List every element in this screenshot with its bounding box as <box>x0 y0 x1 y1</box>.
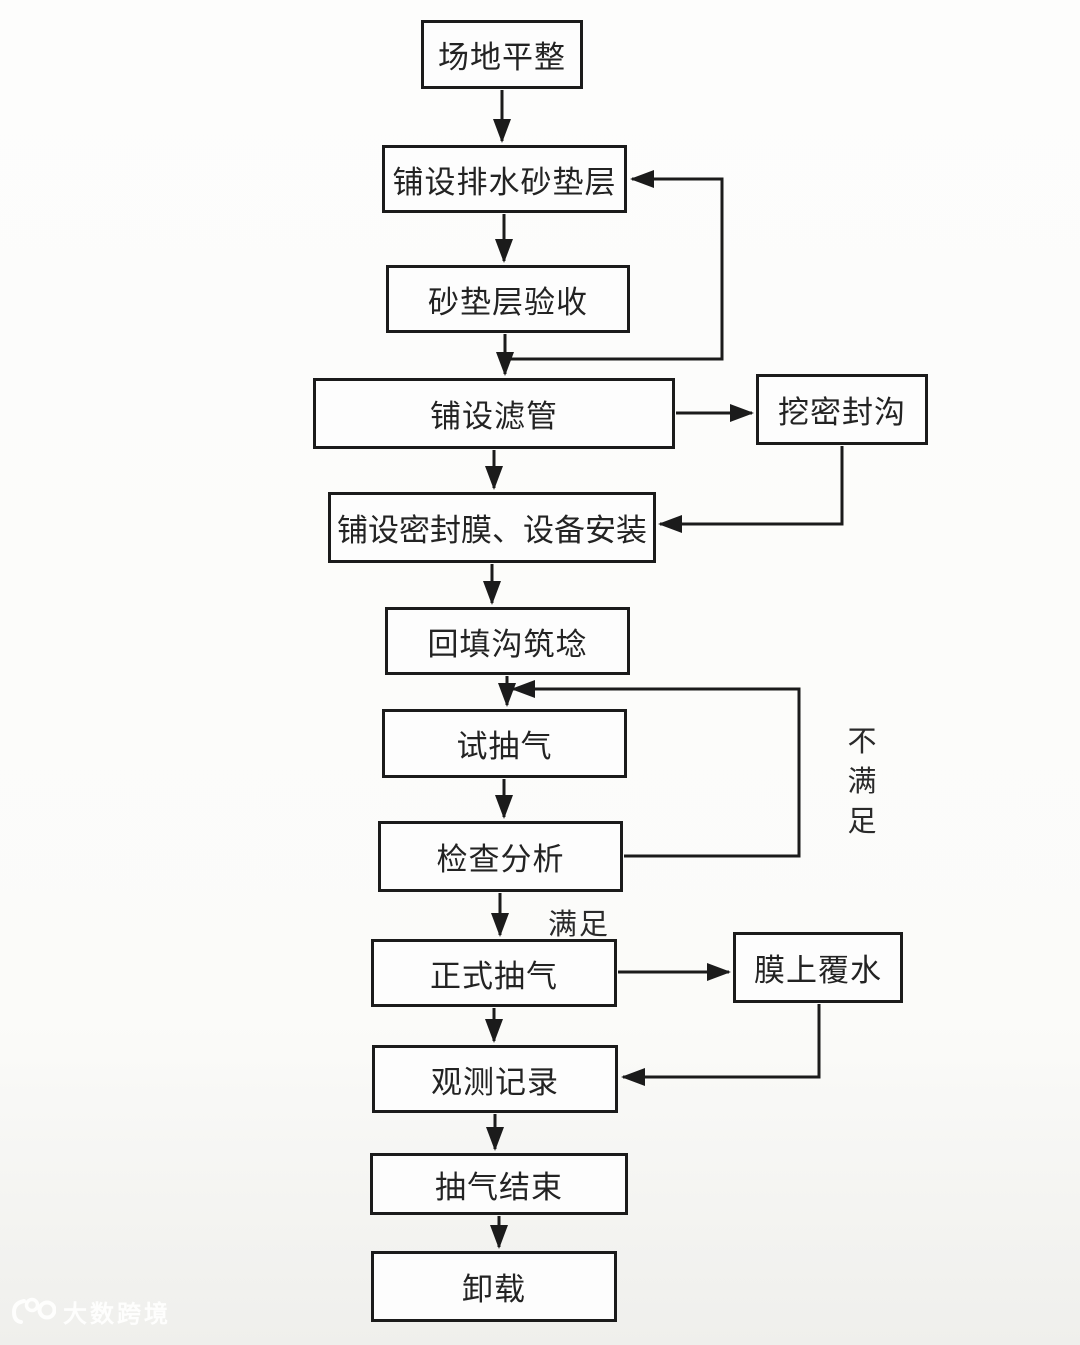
node-unloading: 卸载 <box>371 1251 617 1322</box>
node-inspection-analysis: 检查分析 <box>378 821 623 892</box>
node-trial-pumping: 试抽气 <box>382 709 627 778</box>
node-sand-cushion: 铺设排水砂垫层 <box>382 145 627 213</box>
node-dig-seal-trench: 挖密封沟 <box>756 374 928 445</box>
node-site-leveling: 场地平整 <box>421 20 583 89</box>
edge-label-not-satisfied: 不满足 <box>847 726 877 838</box>
watermark: 大数跨境 <box>10 1294 171 1329</box>
node-water-cover: 膜上覆水 <box>733 932 903 1003</box>
watermark-text: 大数跨境 <box>63 1301 171 1328</box>
node-cushion-acceptance: 砂垫层验收 <box>386 265 630 333</box>
node-membrane-install: 铺设密封膜、设备安装 <box>328 492 656 563</box>
node-filter-pipes: 铺设滤管 <box>313 378 675 449</box>
edge-water-cover-to-observation <box>621 1004 821 1086</box>
node-backfill-embankment: 回填沟筑埝 <box>385 607 630 675</box>
edge-label-satisfied: 满足 <box>548 909 611 941</box>
edge-dig-trench-to-membrane <box>658 446 844 533</box>
node-observation-record: 观测记录 <box>372 1045 618 1113</box>
node-pumping-end: 抽气结束 <box>370 1153 628 1215</box>
watermark-logo-icon <box>11 1297 56 1324</box>
node-formal-pumping: 正式抽气 <box>371 939 617 1007</box>
